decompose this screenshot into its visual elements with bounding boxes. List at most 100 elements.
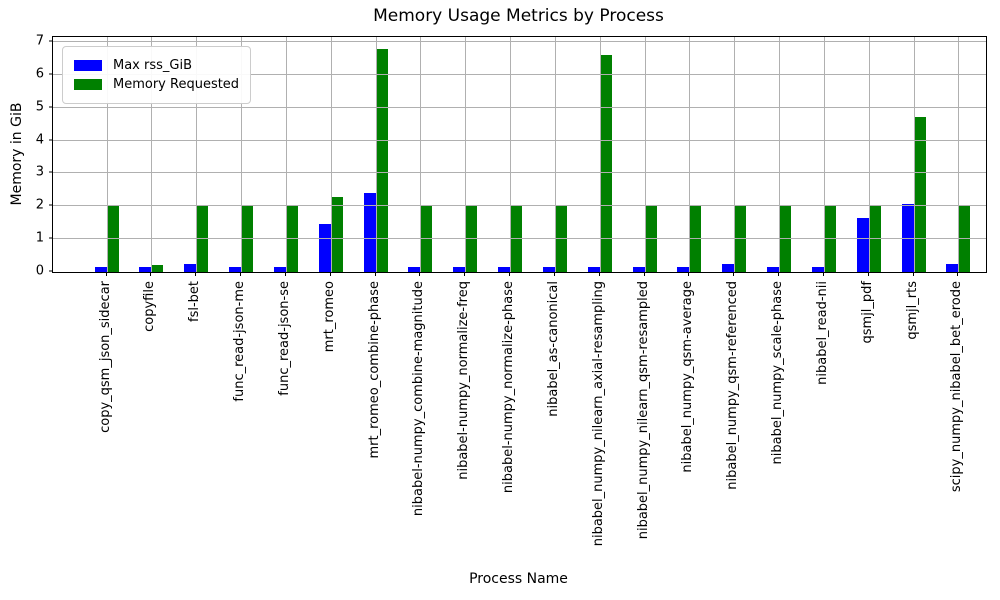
gridline-vertical [689,37,691,272]
gridline-vertical [375,37,377,272]
gridline-horizontal [53,172,986,174]
y-tick-label: 5 [35,99,44,115]
y-tick-label: 3 [35,164,44,180]
gridline-vertical [644,37,646,272]
bar-memory-requested [823,206,836,272]
x-tick-label: scipy_numpy_nibabel_bet_erode [949,281,965,493]
x-tick-label: mrt_romeo [321,281,337,353]
x-tick-label: nibabel_numpy_qsm-average [680,281,696,473]
bar-memory-requested [868,206,881,272]
bar-max-rss-gib [856,217,869,272]
bar-max-rss-gib [498,266,511,272]
bar-memory-requested [510,206,523,272]
bar-max-rss-gib [139,267,152,272]
bar-memory-requested [958,206,971,272]
x-tick-label: nibabel_numpy_scale-phase [770,281,786,465]
bar-max-rss-gib [677,266,690,272]
bar-memory-requested [599,55,612,272]
x-tick-label: nibabel-numpy_normalize-phase [501,281,517,494]
gridline-vertical [913,37,915,272]
bar-memory-requested [241,206,254,272]
x-tick-mark [553,272,555,276]
bar-memory-requested [330,197,343,272]
bar-max-rss-gib [946,263,959,272]
gridline-horizontal [53,139,986,141]
bar-memory-requested [779,206,792,272]
bar-max-rss-gib [229,266,242,272]
y-tick-mark [49,40,53,42]
y-tick-mark [49,270,53,272]
bar-memory-requested [106,206,119,272]
gridline-vertical [196,37,198,272]
y-tick-mark [49,73,53,75]
legend-item: Memory Requested [74,77,239,92]
y-tick-label: 0 [35,263,44,279]
gridline-horizontal [53,238,986,240]
legend-swatch-max-rss-gib [74,60,102,71]
bar-memory-requested [689,206,702,272]
gridline-horizontal [53,40,986,42]
bar-max-rss-gib [632,266,645,272]
x-tick-mark [419,272,421,276]
bar-memory-requested [554,206,567,272]
y-axis-label: Memory in GiB [9,102,25,206]
x-tick-label: nibabel_numpy_qsm-referenced [725,281,741,490]
gridline-vertical [420,37,422,272]
x-tick-label: nibabel_numpy_nilearn_axial-resampling [590,281,606,547]
plot-area: Max rss_GiB Memory Requested [52,36,987,273]
bar-max-rss-gib [318,223,331,272]
x-tick-mark [150,272,152,276]
x-tick-label: fsl-bet [187,281,203,322]
gridline-vertical [779,37,781,272]
gridline-horizontal [53,73,986,75]
legend-swatch-memory-requested [74,79,102,90]
bar-max-rss-gib [901,203,914,272]
y-tick-mark [49,106,53,108]
bar-memory-requested [734,206,747,272]
x-tick-mark [643,272,645,276]
bar-memory-requested [465,206,478,272]
x-tick-mark [822,272,824,276]
bar-memory-requested [196,206,209,272]
x-tick-mark [778,272,780,276]
chart-title: Memory Usage Metrics by Process [373,6,664,26]
x-tick-label: nibabel-numpy_normalize-freq [456,281,472,480]
y-tick-label: 4 [35,132,44,148]
x-tick-label: copyfile [142,281,158,332]
x-tick-mark [688,272,690,276]
x-tick-mark [464,272,466,276]
x-tick-mark [912,272,914,276]
x-tick-label: nibabel_read-nii [814,281,830,385]
x-tick-mark [195,272,197,276]
gridline-horizontal [53,205,986,207]
x-tick-mark [284,272,286,276]
bar-max-rss-gib [363,192,376,272]
gridline-vertical [106,37,108,272]
y-tick-label: 1 [35,230,44,246]
gridline-vertical [823,37,825,272]
y-tick-mark [49,204,53,206]
gridline-vertical [465,37,467,272]
gridline-vertical [510,37,512,272]
y-tick-label: 6 [35,66,44,82]
bar-memory-requested [420,206,433,272]
bar-max-rss-gib [94,267,107,272]
bar-memory-requested [375,48,388,272]
bar-max-rss-gib [408,266,421,272]
gridline-vertical [599,37,601,272]
bar-memory-requested [285,206,298,272]
y-tick-mark [49,171,53,173]
x-tick-label: nibabel_numpy_nilearn_qsm-resampled [635,281,651,540]
legend-label: Max rss_GiB [113,58,193,73]
gridline-vertical [285,37,287,272]
bar-memory-requested [913,116,926,272]
x-tick-label: nibabel-numpy_combine-magnitude [411,281,427,517]
gridline-vertical [330,37,332,272]
bar-memory-requested [151,264,164,272]
x-tick-mark [733,272,735,276]
gridline-vertical [241,37,243,272]
x-tick-mark [867,272,869,276]
bar-max-rss-gib [722,264,735,272]
x-tick-label: copy_qsm_json_sidecar [97,281,113,433]
gridline-vertical [868,37,870,272]
